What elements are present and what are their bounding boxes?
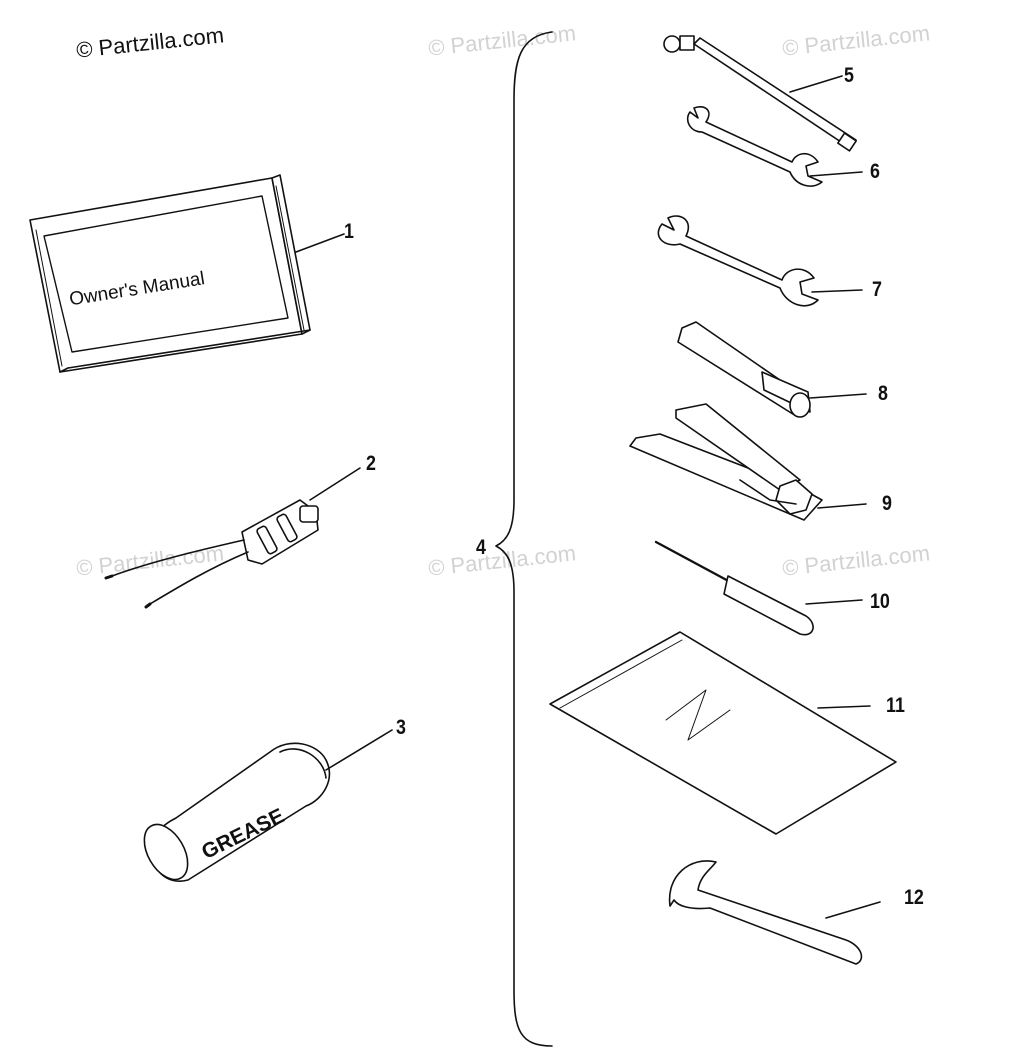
callout-6: 6 — [870, 160, 880, 183]
callout-3: 3 — [396, 716, 406, 739]
callout-9: 9 — [882, 492, 892, 515]
owners-manual-part — [29, 174, 311, 373]
callout-4: 4 — [476, 536, 486, 559]
socket-tube-part — [677, 321, 811, 418]
grease-tube-part — [143, 742, 331, 882]
callout-12: 12 — [904, 886, 924, 909]
callout-8: 8 — [878, 382, 888, 405]
plastic-bag-part — [549, 631, 897, 835]
spanner-tool-part — [629, 403, 823, 521]
screwdriver-part — [654, 540, 814, 636]
callout-10: 10 — [870, 590, 890, 613]
callout-2: 2 — [366, 452, 376, 475]
small-wrench-part — [686, 106, 823, 187]
connector-part — [104, 499, 319, 609]
kit-brace — [495, 31, 553, 1047]
callout-7: 7 — [872, 278, 882, 301]
callout-5: 5 — [844, 64, 854, 87]
hook-spanner-part — [668, 860, 863, 965]
callout-1: 1 — [344, 220, 354, 243]
large-wrench-part — [657, 215, 819, 307]
callout-11: 11 — [886, 694, 905, 717]
tool-handle-part — [663, 35, 857, 152]
